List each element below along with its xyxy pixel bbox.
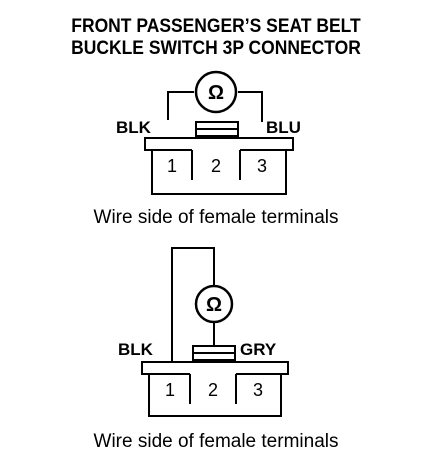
pin-number-2: 2 (211, 156, 221, 176)
pin-number-2: 2 (208, 380, 218, 400)
right-wire-label: GRY (240, 340, 277, 359)
connector-body (144, 137, 294, 195)
left-wire-label: BLK (118, 340, 154, 359)
ohmmeter-leads (171, 247, 215, 362)
right-wire-label: BLU (266, 118, 301, 137)
ohmmeter-icon: Ω (194, 70, 238, 114)
ohmmeter-icon: Ω (194, 284, 234, 324)
connector-lock-tab (192, 345, 236, 361)
pin-number-1: 1 (165, 380, 175, 400)
caption-bottom: Wire side of female terminals (93, 431, 339, 452)
title-line-2: BUCKLE SWITCH 3P CONNECTOR (71, 38, 361, 59)
pin-number-3: 3 (253, 380, 263, 400)
title-line-1: FRONT PASSENGER’S SEAT BELT (71, 16, 361, 37)
connector-diagram-top: Ω BLK BLU 1 2 3 (116, 70, 301, 195)
connector-lock-tab (195, 121, 239, 137)
pin-number-1: 1 (167, 156, 177, 176)
connector-body (141, 361, 289, 417)
connector-diagram-bottom: Ω BLK GRY 1 2 3 (118, 247, 289, 417)
pin-number-3: 3 (257, 156, 267, 176)
ohmmeter-leads (167, 91, 263, 122)
left-wire-label: BLK (116, 118, 152, 137)
ohm-symbol: Ω (208, 82, 224, 104)
ohm-symbol: Ω (206, 294, 222, 316)
caption-top: Wire side of female terminals (93, 207, 339, 228)
